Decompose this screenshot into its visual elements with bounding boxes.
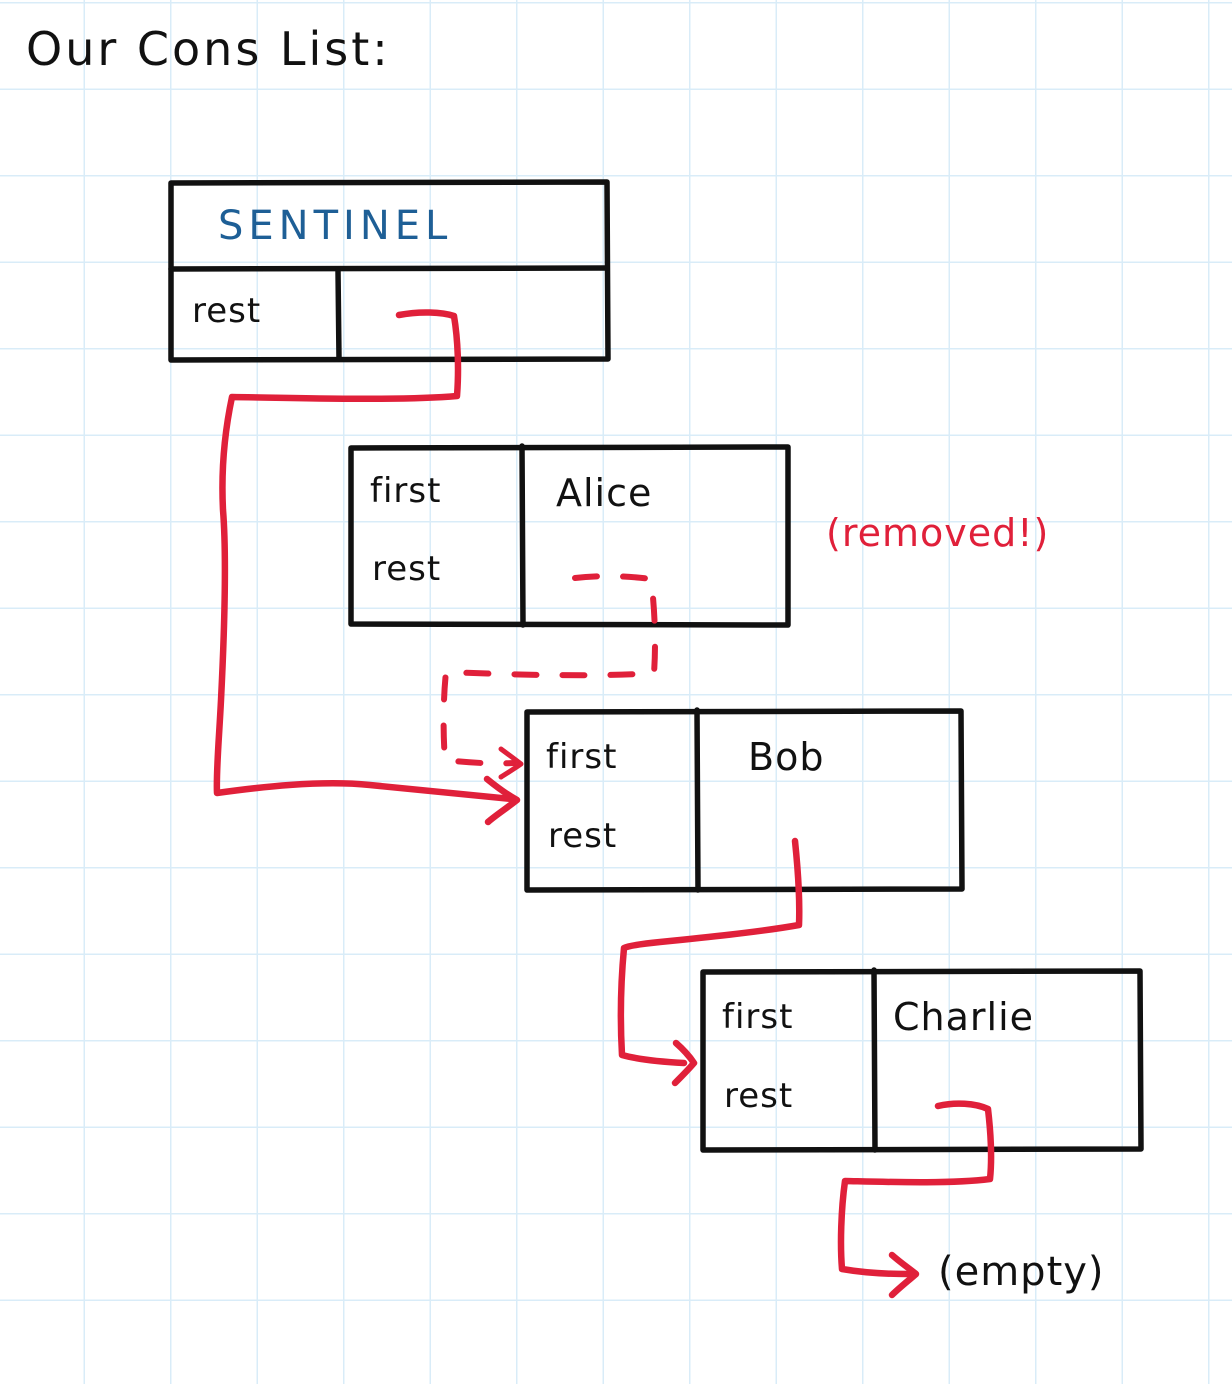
- sentinel-header-label: SENTINEL: [218, 203, 453, 249]
- bob-rest-label: rest: [548, 816, 618, 856]
- removed-annotation: (removed!): [826, 511, 1050, 555]
- bob-node-box: [524, 707, 965, 893]
- alice-first-value: Alice: [556, 471, 653, 515]
- bob-first-value: Bob: [748, 735, 825, 779]
- charlie-first-label: first: [722, 997, 794, 1037]
- charlie-first-value: Charlie: [893, 995, 1035, 1039]
- sentinel-node-box: [168, 179, 611, 363]
- arrow-alice-to-bob-head: [498, 746, 524, 780]
- arrow-alice-to-bob-dashed: [440, 573, 658, 767]
- arrow-charlie-to-empty: [837, 1100, 995, 1299]
- page-title: Our Cons List:: [26, 22, 391, 76]
- bob-first-label: first: [546, 737, 618, 777]
- sentinel-rest-label: rest: [192, 291, 262, 331]
- arrow-sentinel-to-bob: [213, 309, 521, 826]
- alice-first-label: first: [370, 471, 442, 511]
- charlie-rest-label: rest: [724, 1076, 794, 1116]
- charlie-node-box: [700, 967, 1144, 1153]
- alice-rest-label: rest: [372, 549, 442, 589]
- empty-annotation: (empty): [938, 1249, 1105, 1295]
- alice-node-box: [348, 443, 791, 628]
- arrow-bob-to-charlie: [617, 837, 803, 1087]
